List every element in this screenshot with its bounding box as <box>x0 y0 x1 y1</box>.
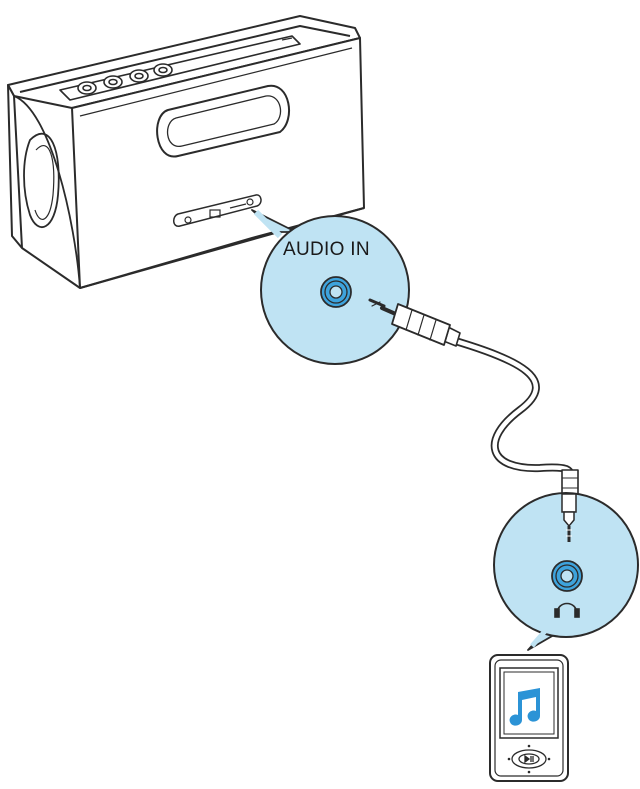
audio-in-label: AUDIO IN <box>283 239 370 260</box>
media-player-device <box>489 654 569 782</box>
audio-in-jack <box>320 276 352 308</box>
speaker-buttons <box>77 37 293 95</box>
speaker-port-details <box>184 198 254 224</box>
play-pause-button <box>511 749 547 769</box>
player-side-dots <box>507 744 551 774</box>
headphone-jack <box>551 560 583 592</box>
aux-cable <box>368 298 579 506</box>
speaker-device <box>7 15 365 289</box>
music-note-icon <box>509 688 540 726</box>
headphone-icon <box>554 602 580 618</box>
